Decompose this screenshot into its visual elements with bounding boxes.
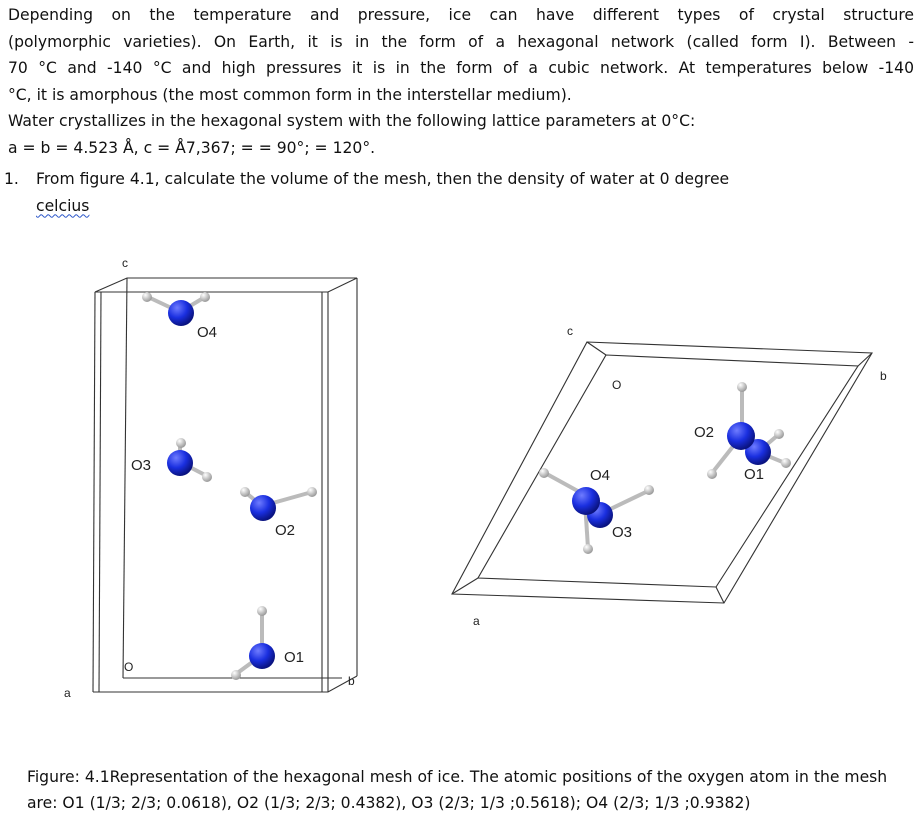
figure-4-1: c a b O O4 O3 O2 O1 xyxy=(64,256,887,700)
intro-line-3: 70 °C and -140 °C and high pressures it … xyxy=(8,59,914,78)
intro-line-4: °C, it is amorphous (the most common for… xyxy=(8,85,572,104)
intro-line-2: (polymorphic varieties). On Earth, it is… xyxy=(8,32,914,51)
left-cell-edge xyxy=(98,291,102,693)
left-axis-c-label: c xyxy=(122,256,128,270)
right-atom-label-o3: O3 xyxy=(612,524,632,541)
right-molecule-o3-o4 xyxy=(539,468,654,554)
question-continuation: celcius xyxy=(36,196,90,215)
left-unit-cell xyxy=(92,277,358,693)
left-axis-b-label: b xyxy=(348,674,355,688)
right-cell-top-face xyxy=(451,341,873,604)
oxygen-atom-o4 xyxy=(572,487,600,515)
caption-line-1: Figure: 4.1Representation of the hexagon… xyxy=(27,768,888,786)
right-atom-label-o4: O4 xyxy=(590,467,610,484)
oxygen-atom-o2 xyxy=(727,422,755,450)
lattice-intro-line: Water crystallizes in the hexagonal syst… xyxy=(8,112,696,131)
oxygen-atom-o1 xyxy=(745,439,771,465)
left-atom-label-o3: O3 xyxy=(131,457,151,474)
right-origin-label: O xyxy=(612,378,621,392)
left-molecule-o1 xyxy=(231,606,275,680)
intro-paragraph: Depending on the temperature and pressur… xyxy=(8,2,914,162)
question-1: 1. From figure 4.1, calculate the volume … xyxy=(4,166,884,219)
oxygen-atom-o2 xyxy=(250,495,276,521)
right-axis-b-label: b xyxy=(880,369,887,383)
left-atom-label-o2: O2 xyxy=(275,522,295,539)
right-atom-label-o2: O2 xyxy=(694,424,714,441)
oxygen-atom-o1 xyxy=(249,643,275,669)
left-cell-bottom-edge xyxy=(93,675,358,693)
right-molecule-o1-o2 xyxy=(707,382,791,479)
caption-line-2: are: O1 (1/3; 2/3; 0.0618), O2 (1/3; 2/3… xyxy=(27,794,751,812)
figure-caption: Figure: 4.1Representation of the hexagon… xyxy=(27,764,915,816)
left-cell-top-face xyxy=(94,277,358,293)
right-cell-edge xyxy=(857,352,873,367)
lattice-parameters-line: a = b = 4.523 Å, c = Å7,367; = = 90°; = … xyxy=(8,138,376,157)
right-axis-a-label: a xyxy=(473,614,480,628)
left-cell-edge xyxy=(92,291,96,693)
right-unit-cell xyxy=(451,341,873,604)
left-molecule-o4 xyxy=(142,292,210,326)
left-atom-label-o4: O4 xyxy=(197,324,217,341)
left-origin-label: O xyxy=(124,660,133,674)
right-cell-edge xyxy=(451,577,479,595)
intro-line-1: Depending on the temperature and pressur… xyxy=(8,6,914,24)
question-number: 1. xyxy=(4,170,19,188)
right-atom-label-o1: O1 xyxy=(744,466,764,483)
right-cell-edge xyxy=(586,341,607,356)
oxygen-atom-o3 xyxy=(167,450,193,476)
left-cell-edge xyxy=(122,277,128,679)
right-cell-inner-face xyxy=(477,354,859,588)
left-atom-label-o1: O1 xyxy=(284,649,304,666)
question-text: From figure 4.1, calculate the volume of… xyxy=(36,170,730,188)
right-axis-c-label: c xyxy=(567,324,573,338)
left-molecule-o3 xyxy=(167,438,212,482)
oxygen-atom-o4 xyxy=(168,300,194,326)
left-axis-a-label: a xyxy=(64,686,71,700)
left-molecule-o2 xyxy=(240,487,317,521)
right-cell-edge xyxy=(715,586,725,604)
